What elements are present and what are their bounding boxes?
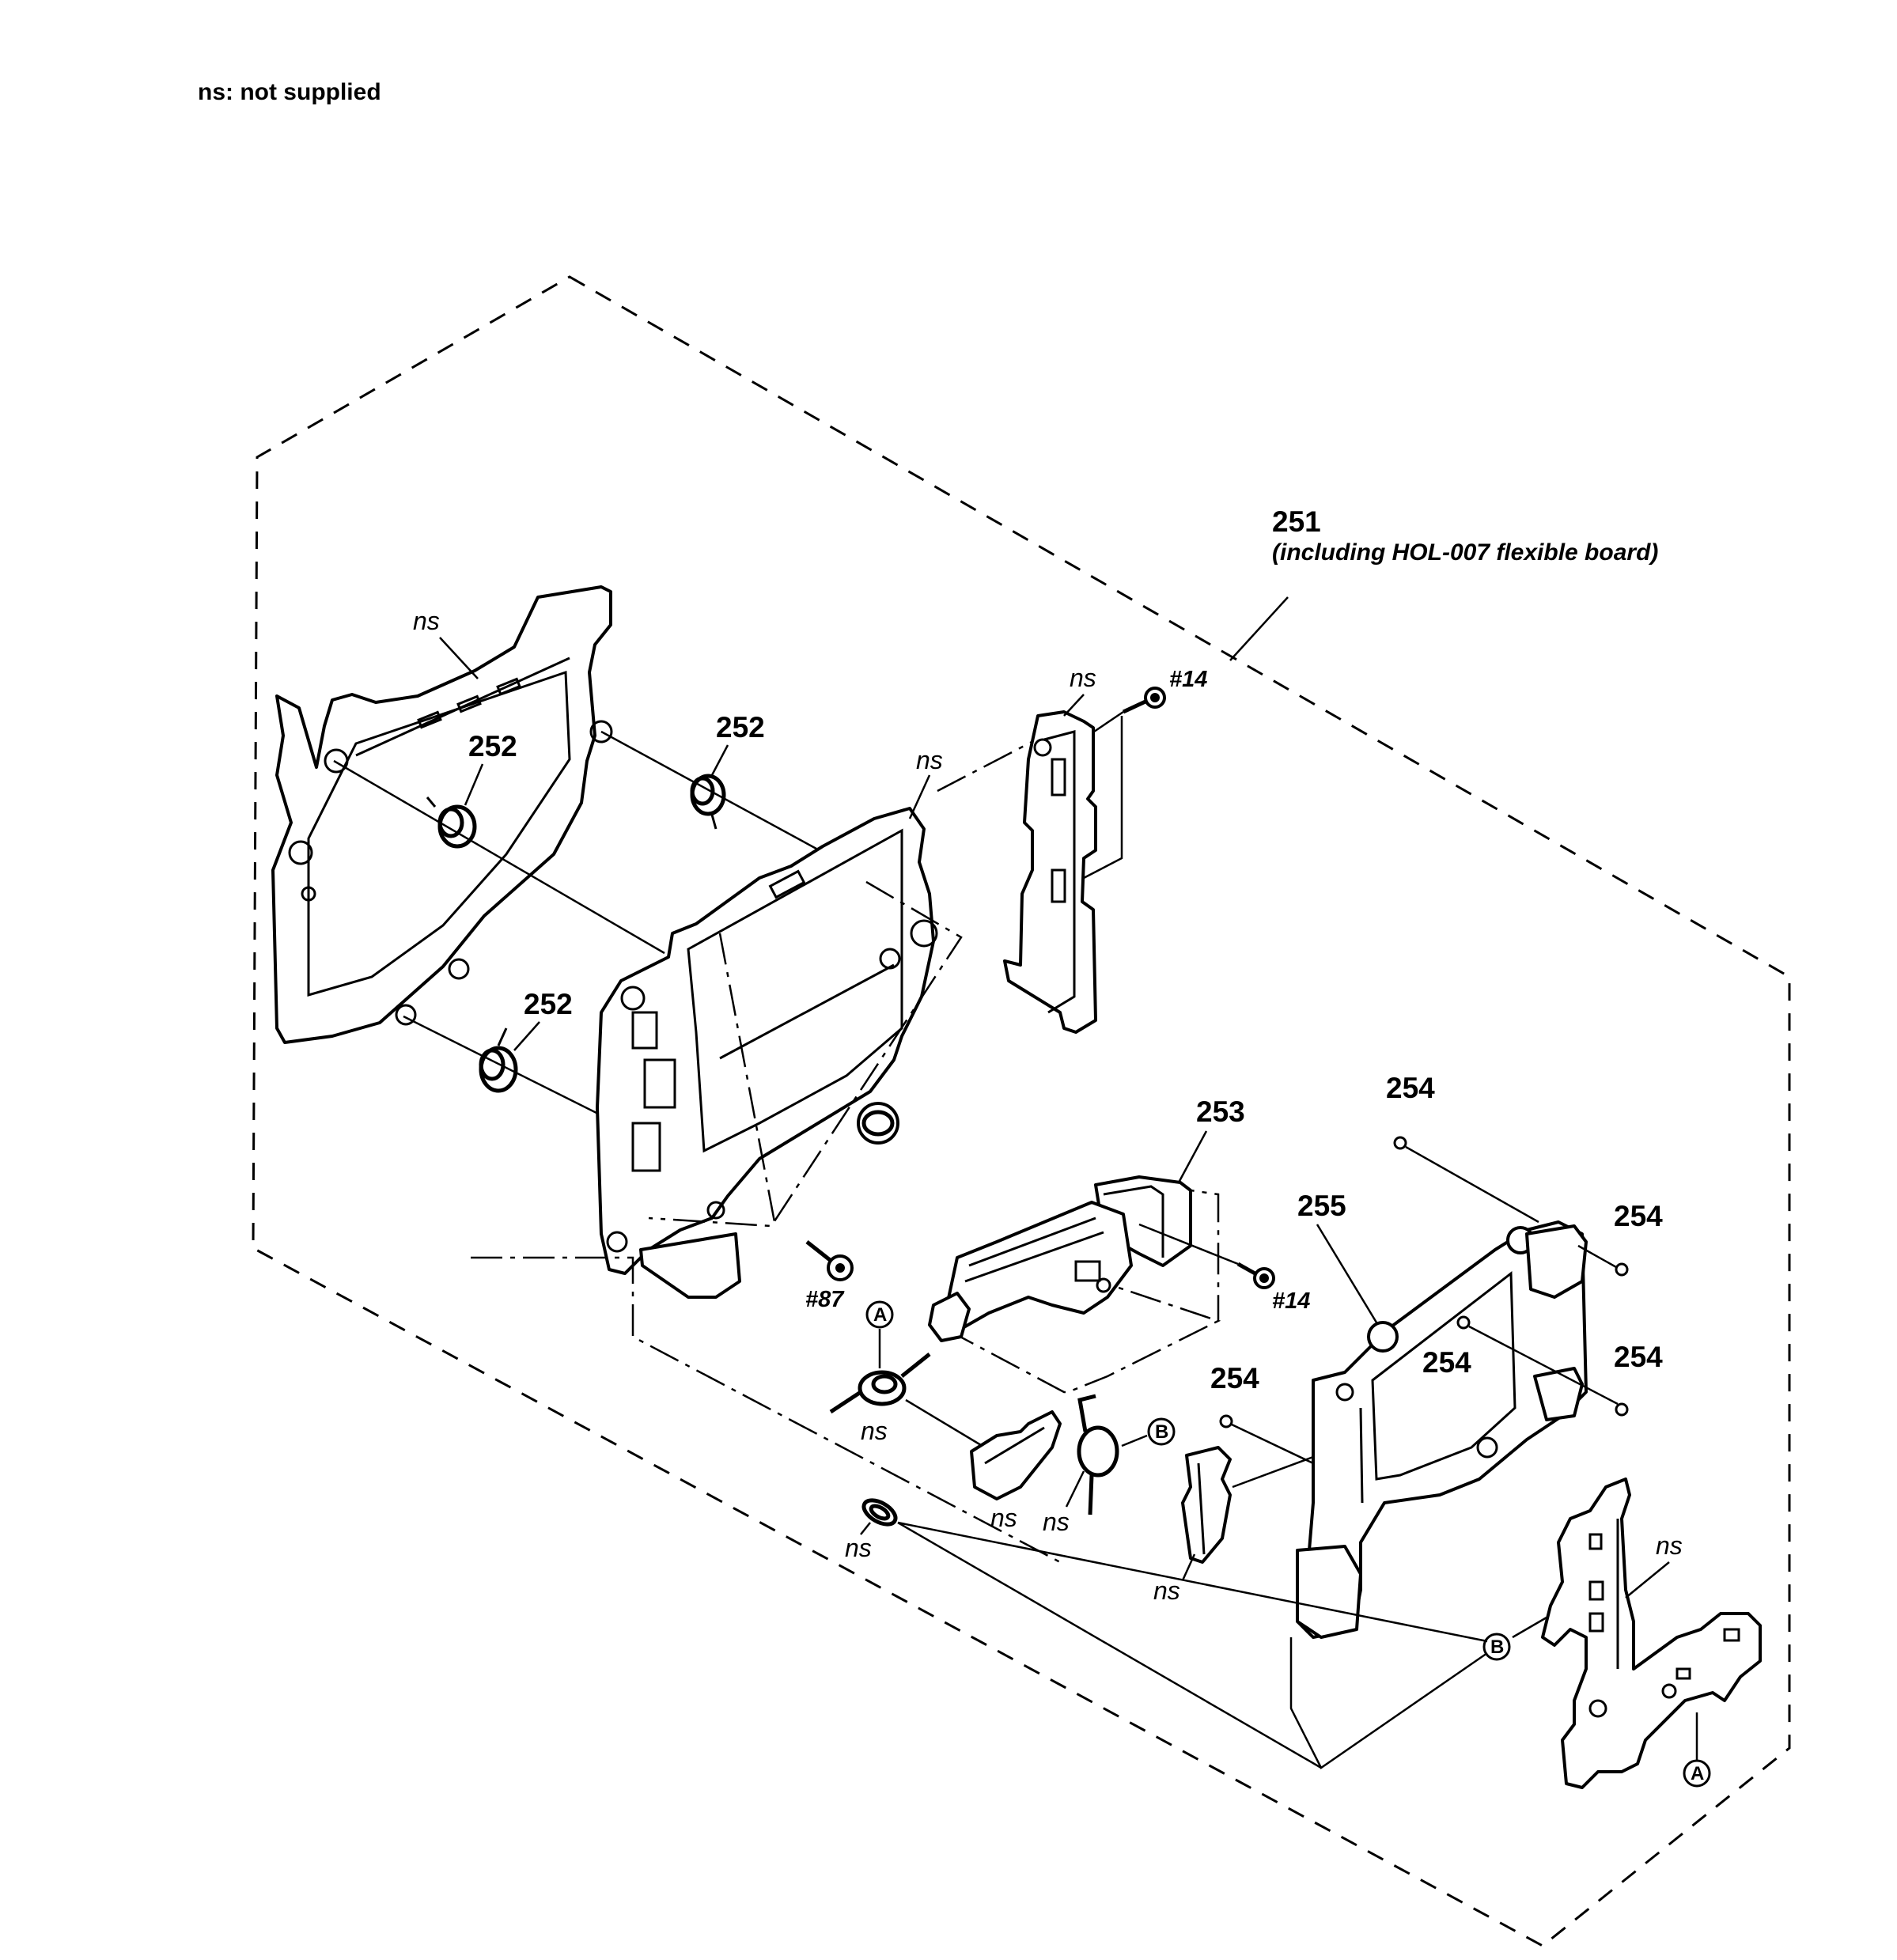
leader-ns-center-chassis bbox=[908, 774, 931, 819]
marker-b-upper-label: B bbox=[1155, 1421, 1168, 1443]
guide-clip-part bbox=[1181, 1446, 1232, 1564]
ball-254-lower-left-line bbox=[1231, 1423, 1314, 1465]
screw-14-upper bbox=[1122, 687, 1166, 714]
callout-255: 255 bbox=[1297, 1190, 1346, 1222]
ball-254-right-lower bbox=[1615, 1402, 1629, 1417]
leader-screw-14-upper bbox=[1093, 710, 1124, 733]
marker-a-upper-label: A bbox=[873, 1304, 887, 1326]
ball-254-top bbox=[1393, 1136, 1407, 1150]
callout-251: 251 bbox=[1272, 505, 1321, 538]
callout-254-right-upper: 254 bbox=[1614, 1200, 1663, 1232]
legend-note: ns: not supplied bbox=[198, 79, 381, 105]
callout-254-right-lower: 254 bbox=[1614, 1341, 1663, 1373]
guide-chain-4 bbox=[471, 1256, 1061, 1564]
callout-252-lower: 252 bbox=[524, 988, 573, 1020]
bottom-reference-line bbox=[1289, 1637, 1488, 1769]
assembly-boundary bbox=[252, 275, 1791, 1947]
center-chassis-part bbox=[596, 807, 938, 1299]
screw-14-lower-label: #14 bbox=[1272, 1288, 1310, 1314]
ns-label-guide-clip: ns bbox=[1153, 1576, 1180, 1605]
motor-unit-253 bbox=[928, 1175, 1192, 1342]
ns-label-coil-spring: ns bbox=[1043, 1508, 1070, 1536]
ns-label-bottom-bracket: ns bbox=[1656, 1531, 1683, 1560]
marker-b-lower-label: B bbox=[1490, 1636, 1504, 1658]
marker-b-lower bbox=[1482, 1633, 1511, 1661]
marker-a-upper bbox=[865, 1300, 894, 1329]
callout-252-upper-right: 252 bbox=[716, 711, 765, 744]
ns-label-torsion-spring: ns bbox=[861, 1417, 888, 1445]
bottom-reference-line-2 bbox=[897, 1521, 1322, 1769]
frame-255 bbox=[1296, 1220, 1588, 1639]
marker-a-lower bbox=[1683, 1759, 1711, 1788]
leader-252-lower bbox=[513, 1021, 540, 1051]
small-spring-part bbox=[861, 1498, 898, 1527]
screw-87 bbox=[805, 1240, 854, 1281]
ns-label-left-frame: ns bbox=[413, 607, 440, 635]
coil-spring-part bbox=[1077, 1394, 1119, 1515]
ns-label-center-chassis: ns bbox=[916, 746, 943, 774]
axis-line-1 bbox=[333, 759, 665, 955]
arrow-b-upper bbox=[1121, 1434, 1148, 1447]
torsion-spring-part bbox=[829, 1353, 931, 1414]
leader-guide-clip bbox=[1181, 1553, 1196, 1581]
ball-254-lower-left bbox=[1219, 1414, 1233, 1428]
leader-ns-bottom-bracket bbox=[1625, 1561, 1670, 1599]
guide-chain-3 bbox=[937, 738, 1037, 793]
leader-252-upper-right bbox=[710, 744, 729, 776]
callout-254-top: 254 bbox=[1386, 1072, 1435, 1104]
small-spring-line bbox=[897, 1521, 1488, 1643]
callout-252-upper-left: 252 bbox=[468, 730, 517, 762]
leader-251 bbox=[1229, 596, 1289, 661]
bottom-bracket-part bbox=[1541, 1478, 1762, 1789]
ball-254-top-line bbox=[1405, 1145, 1539, 1224]
leader-small-spring bbox=[860, 1522, 871, 1535]
right-bracket-part bbox=[1003, 710, 1097, 1034]
ball-254-inner-line bbox=[1468, 1325, 1619, 1406]
screw-14-upper-label: #14 bbox=[1169, 667, 1207, 692]
ns-label-right-bracket: ns bbox=[1070, 664, 1096, 692]
leader-torsion-spring bbox=[905, 1398, 986, 1449]
leader-255 bbox=[1316, 1224, 1378, 1323]
ball-254-right-upper-line bbox=[1577, 1244, 1617, 1269]
guide-chain-1 bbox=[648, 880, 963, 1228]
spring-252-upper-right bbox=[690, 774, 726, 830]
arrow-b-lower bbox=[1512, 1616, 1547, 1639]
callout-251-description: (including HOL-007 flexible board) bbox=[1272, 539, 1658, 566]
guide-chain-5 bbox=[943, 1256, 1221, 1394]
leader-coil-spring bbox=[1065, 1470, 1085, 1508]
marker-b-upper bbox=[1147, 1417, 1176, 1446]
spring-252-lower bbox=[479, 1027, 518, 1093]
ns-label-latch: ns bbox=[990, 1504, 1017, 1532]
ball-254-inner bbox=[1456, 1315, 1471, 1330]
ball-254-right-upper bbox=[1615, 1262, 1629, 1277]
marker-a-lower-label: A bbox=[1691, 1763, 1704, 1784]
leader-253 bbox=[1177, 1130, 1208, 1183]
bracket-reference-line bbox=[1083, 716, 1123, 880]
leader-screw-14-lower bbox=[1138, 1223, 1239, 1266]
screw-14-lower bbox=[1236, 1262, 1275, 1289]
callout-254-inner: 254 bbox=[1422, 1346, 1471, 1379]
ns-label-small-spring: ns bbox=[845, 1534, 872, 1562]
latch-part bbox=[970, 1410, 1062, 1500]
callout-254-lower-left: 254 bbox=[1210, 1362, 1259, 1394]
leader-ns-left-frame bbox=[439, 637, 479, 679]
leader-252-upper-left bbox=[464, 763, 484, 806]
screw-87-label: #87 bbox=[805, 1287, 845, 1312]
leader-ns-right-bracket bbox=[1063, 694, 1085, 717]
callout-253: 253 bbox=[1196, 1095, 1245, 1128]
guide-clip-line bbox=[1232, 1455, 1314, 1489]
